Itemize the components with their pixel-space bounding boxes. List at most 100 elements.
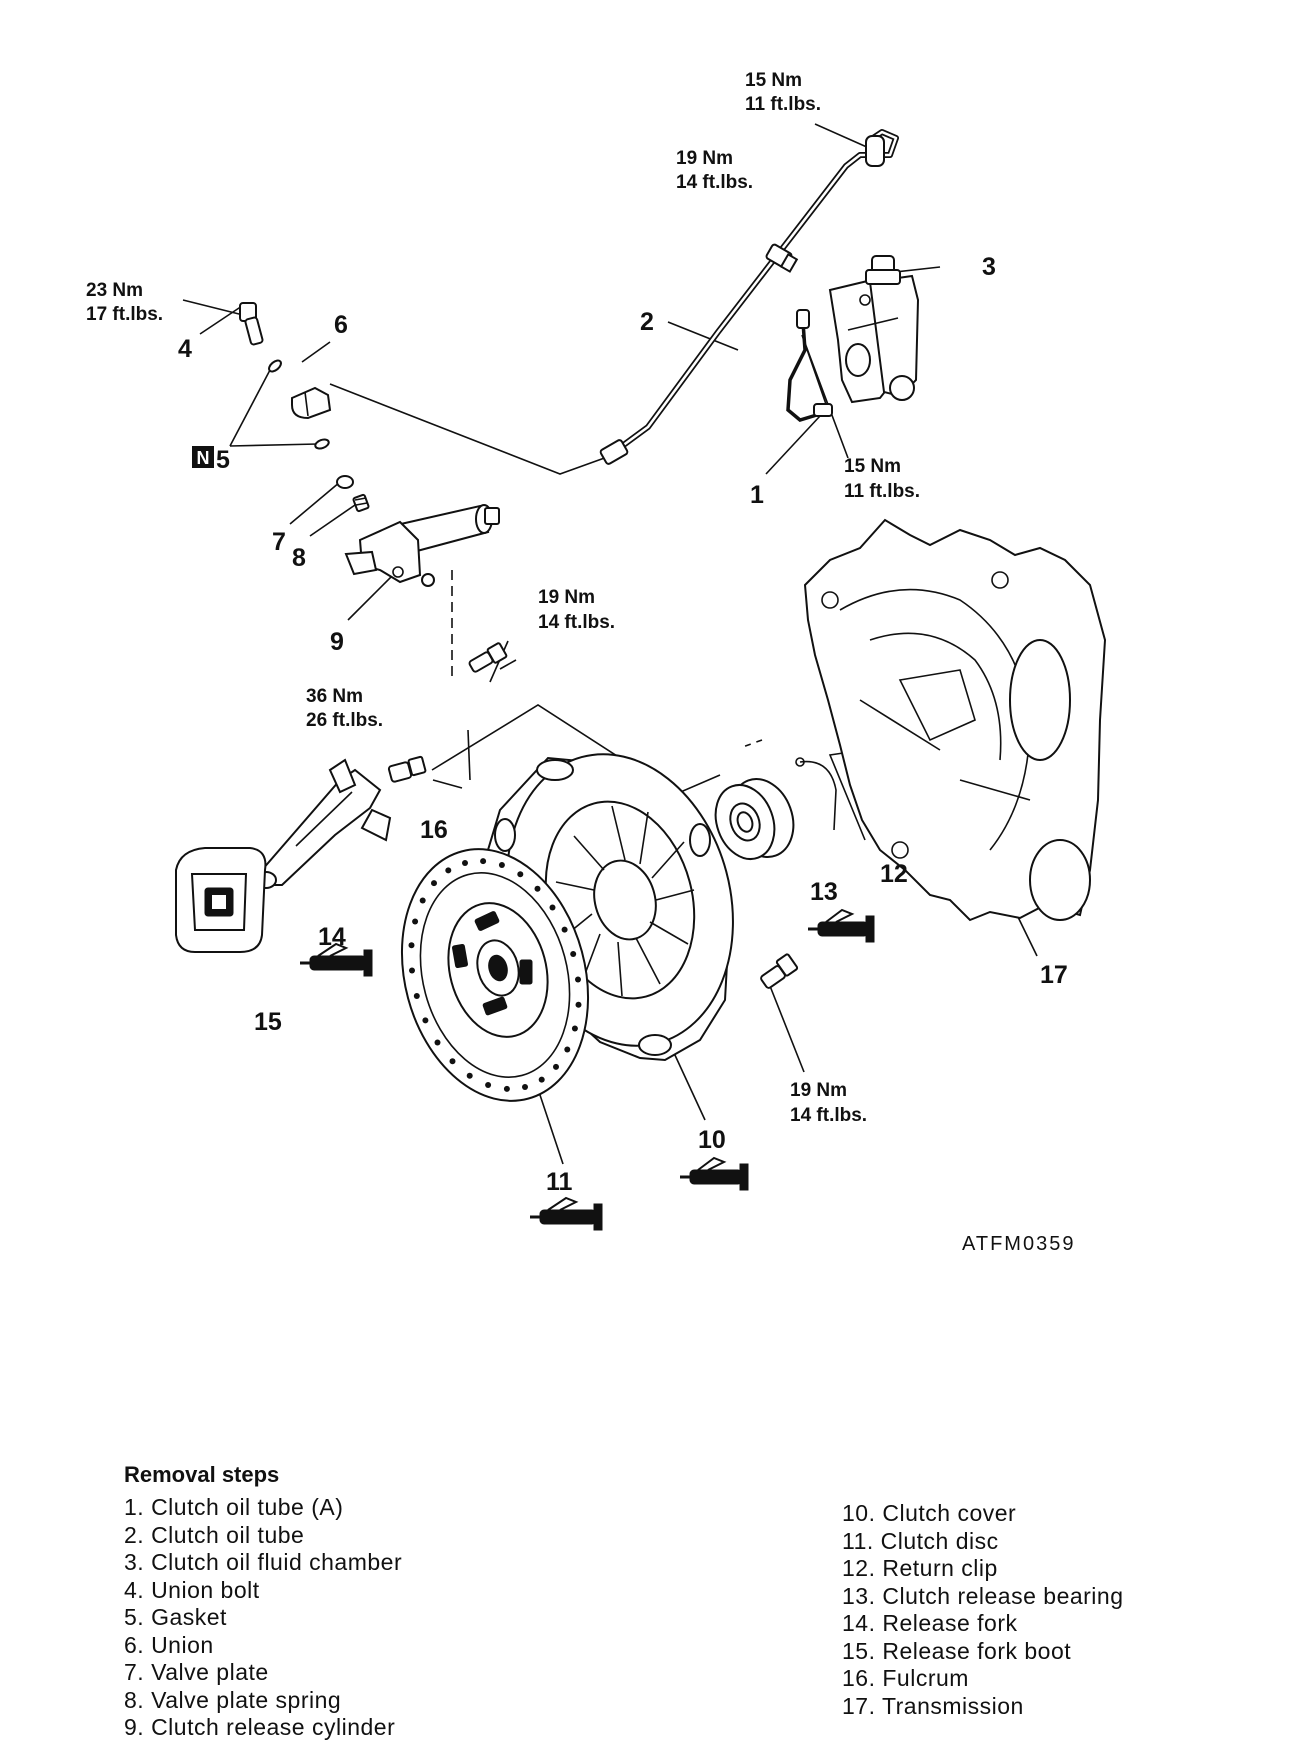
torque-cylinder-nm: 19 Nm xyxy=(538,587,595,608)
diaphragm-fingers xyxy=(555,805,695,997)
disc-rivet xyxy=(462,860,468,866)
label-part-12: 12 xyxy=(880,860,908,888)
label-part-11: 11 xyxy=(546,1168,573,1196)
clutch-exploded-diagram: N 15 Nm 11 ft.lbs. 19 Nm 14 ft.lbs. 23 N… xyxy=(86,70,1107,1255)
removal-step: 1. Clutch oil tube (A) xyxy=(124,1494,344,1520)
grease-symbol-11 xyxy=(530,1196,603,1231)
disc-rivet xyxy=(549,904,556,911)
disc-rivet xyxy=(498,862,505,868)
label-part-10: 10 xyxy=(698,1126,726,1154)
disc-rivet xyxy=(409,967,415,974)
disc-rivet xyxy=(534,885,541,892)
label-part-1: 1 xyxy=(750,481,764,509)
removal-step: 13. Clutch release bearing xyxy=(842,1582,1124,1609)
disc-rivet xyxy=(538,1076,545,1083)
removal-step: 12. Return clip xyxy=(842,1555,998,1581)
label-part-8: 8 xyxy=(292,544,306,572)
grease-symbol-14 xyxy=(300,942,373,977)
new-part-marker: N xyxy=(192,446,214,468)
new-part-marker-label: N xyxy=(197,448,210,468)
removal-step: 5. Gasket xyxy=(124,1604,227,1630)
clutch-release-bearing xyxy=(714,778,795,860)
disc-rivet xyxy=(466,1072,473,1079)
part-number-labels: 1 2 3 4 5 6 7 8 9 10 11 12 13 14 15 16 1… xyxy=(178,253,1068,1196)
removal-steps-left: 1. Clutch oil tube (A)2. Clutch oil tube… xyxy=(124,1494,402,1742)
removal-step: 16. Fulcrum xyxy=(842,1665,969,1691)
label-part-15: 15 xyxy=(254,1008,282,1036)
disc-rivet xyxy=(412,918,419,925)
disc-rivet xyxy=(445,867,452,874)
disc-rivet xyxy=(449,1058,456,1065)
clutch-oil-tube-a xyxy=(786,309,833,422)
clutch-disc xyxy=(400,848,590,1102)
clutch-oil-fluid-chamber xyxy=(828,255,920,404)
transmission xyxy=(803,518,1107,922)
removal-step: 15. Release fork boot xyxy=(842,1637,1072,1664)
label-part-3: 3 xyxy=(982,253,996,281)
disc-rivet xyxy=(564,1046,571,1053)
release-fork-boot xyxy=(175,847,267,953)
torque-cover-nm: 19 Nm xyxy=(790,1080,847,1101)
disc-rivet xyxy=(561,926,568,933)
label-part-5: 5 xyxy=(216,446,230,474)
label-part-13: 13 xyxy=(810,878,838,906)
torque-tube-nm: 19 Nm xyxy=(676,148,733,169)
removal-step: 3. Clutch oil fluid chamber xyxy=(124,1549,403,1575)
disc-rivet xyxy=(485,1082,492,1088)
valve-parts xyxy=(336,475,370,513)
cylinder-bolt xyxy=(468,642,508,673)
label-part-14: 14 xyxy=(318,923,346,951)
union-bolt xyxy=(239,302,264,346)
disc-rivet xyxy=(480,858,487,865)
torque-fulcrum-ft: 26 ft.lbs. xyxy=(306,710,383,731)
disc-rivet xyxy=(575,976,581,983)
disc-rivet xyxy=(571,1025,578,1032)
removal-step: 10. Clutch cover xyxy=(842,1500,1017,1526)
disc-rivet xyxy=(434,1039,441,1046)
disc-rivet xyxy=(408,942,415,949)
removal-step: 8. Valve plate spring xyxy=(124,1686,342,1713)
torque-top-nm: 15 Nm xyxy=(745,70,802,91)
disc-rivet xyxy=(517,871,524,878)
torque-union-ft: 17 ft.lbs. xyxy=(86,304,163,325)
label-part-17: 17 xyxy=(1040,961,1068,989)
disc-rivet xyxy=(503,1085,510,1092)
clutch-oil-tube xyxy=(599,129,899,465)
disc-rivet xyxy=(570,951,577,957)
removal-step: 6. Union xyxy=(124,1631,214,1658)
label-part-4: 4 xyxy=(178,335,192,363)
figure-code: ATFM0359 xyxy=(962,1233,1075,1255)
grease-symbol-13 xyxy=(808,908,875,943)
union xyxy=(291,386,332,420)
torque-fulcrum-nm: 36 Nm xyxy=(306,686,363,707)
fulcrum xyxy=(387,755,427,783)
return-clip xyxy=(795,757,837,831)
disc-rivet xyxy=(575,1001,582,1008)
disc-rivet xyxy=(522,1084,528,1090)
disc-rivets xyxy=(408,858,582,1092)
removal-step: 2. Clutch oil tube xyxy=(124,1521,305,1548)
torque-cylinder-ft: 14 ft.lbs. xyxy=(538,612,615,633)
label-part-16: 16 xyxy=(420,816,448,844)
torque-top-ft: 11 ft.lbs. xyxy=(745,94,821,115)
torque-tube-a-ft: 11 ft.lbs. xyxy=(844,481,920,502)
removal-step: 7. Valve plate xyxy=(124,1659,269,1685)
removal-step: 11. Clutch disc xyxy=(842,1527,999,1554)
bleeder-bolt xyxy=(765,243,799,273)
label-part-9: 9 xyxy=(330,628,344,656)
release-fork xyxy=(255,758,392,889)
torque-cover-ft: 14 ft.lbs. xyxy=(790,1105,867,1126)
label-part-2: 2 xyxy=(640,308,654,336)
label-part-6: 6 xyxy=(334,311,348,339)
cover-bolt xyxy=(760,953,799,989)
removal-step: 9. Clutch release cylinder xyxy=(124,1714,396,1740)
removal-step: 17. Transmission xyxy=(842,1692,1024,1719)
gaskets xyxy=(268,359,330,450)
torque-tube-ft: 14 ft.lbs. xyxy=(676,172,753,193)
torque-tube-a-nm: 15 Nm xyxy=(844,456,901,477)
torque-union-nm: 23 Nm xyxy=(86,280,143,301)
grease-symbol-10 xyxy=(680,1156,749,1191)
torque-labels: 15 Nm 11 ft.lbs. 19 Nm 14 ft.lbs. 23 Nm … xyxy=(86,70,920,1126)
removal-step: 4. Union bolt xyxy=(124,1576,260,1603)
